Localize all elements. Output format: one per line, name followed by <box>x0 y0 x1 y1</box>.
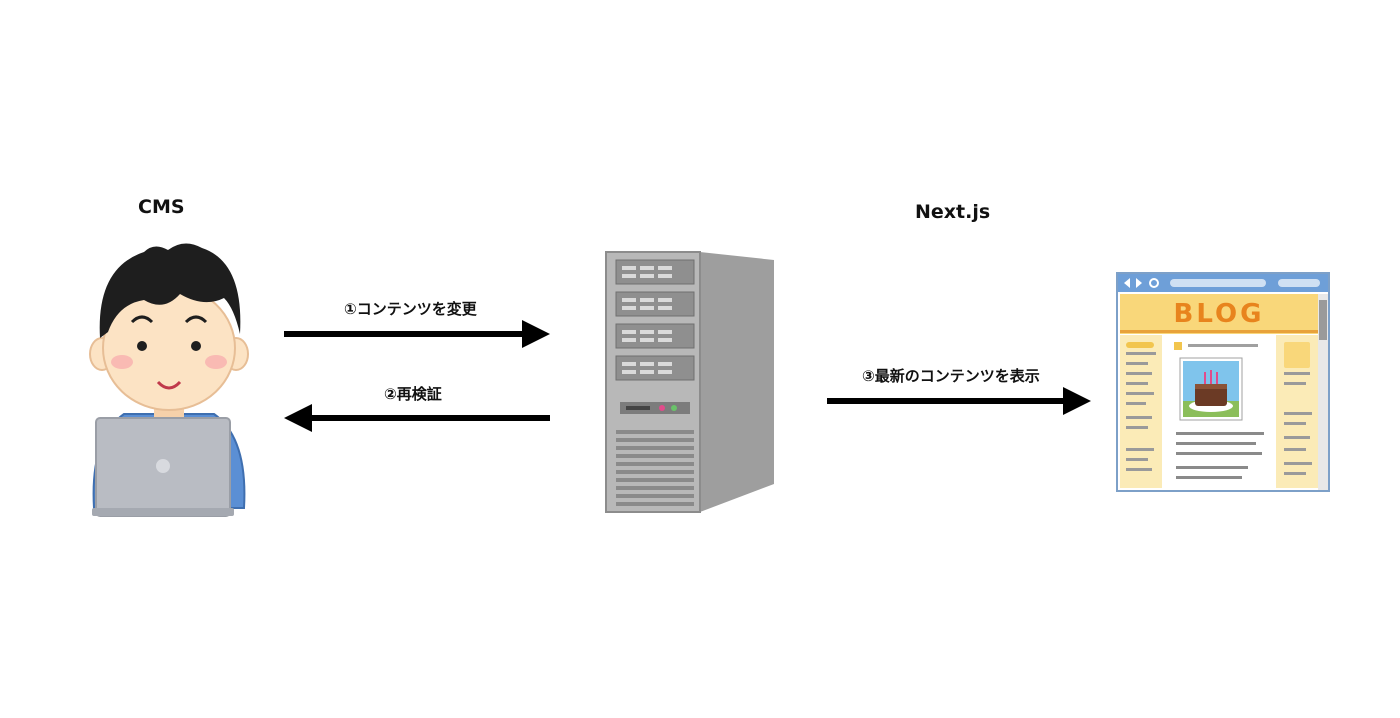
nextjs-title: Next.js <box>915 201 991 223</box>
edge-label-revalidate: ②再検証 <box>384 385 442 403</box>
cms-title: CMS <box>138 196 185 218</box>
server-tower-icon <box>605 251 774 513</box>
arrow-show-latest <box>827 387 1091 415</box>
arrow-revalidate <box>284 404 550 432</box>
blog-header-text: BLOG <box>1174 299 1265 329</box>
edge-label-change-content: ①コンテンツを変更 <box>344 300 477 318</box>
edge-label-show-latest: ③最新のコンテンツを表示 <box>862 367 1040 385</box>
blog-browser-window-icon: BLOG <box>1116 272 1330 492</box>
person-with-laptop-icon <box>89 243 249 517</box>
arrow-change-content <box>284 320 550 348</box>
